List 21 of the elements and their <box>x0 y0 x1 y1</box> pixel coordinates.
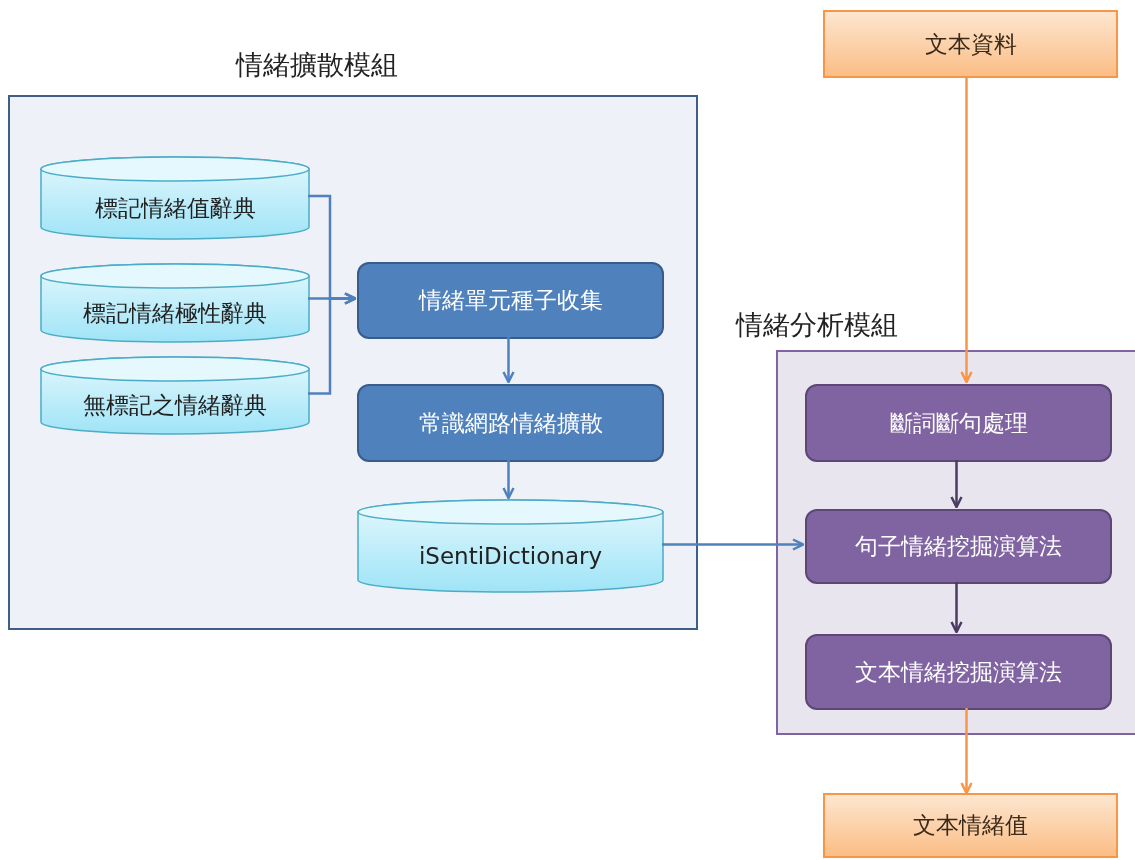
arrow <box>502 460 515 500</box>
process-box: 常識網路情緒擴散 <box>357 384 664 462</box>
output-box: 文本情緒值 <box>823 793 1118 858</box>
process-box: 情緒單元種子收集 <box>357 262 664 339</box>
module-heading: 情緒擴散模組 <box>236 48 398 82</box>
arrow <box>950 582 963 634</box>
database-cylinder: iSentiDictionary <box>357 500 664 592</box>
arrow <box>502 337 515 384</box>
database-cylinder: 標記情緒值辭典 <box>40 157 310 239</box>
arrow <box>950 460 963 509</box>
arrow <box>308 292 357 395</box>
database-cylinder: 無標記之情緒辭典 <box>40 357 310 434</box>
process-box: 斷詞斷句處理 <box>805 384 1112 462</box>
process-box: 句子情緒挖掘演算法 <box>805 509 1112 584</box>
module-heading: 情緒分析模組 <box>736 308 898 342</box>
input-box: 文本資料 <box>823 10 1118 78</box>
arrow <box>662 538 805 551</box>
database-cylinder: 標記情緒極性辭典 <box>40 264 310 342</box>
process-box: 文本情緒挖掘演算法 <box>805 634 1112 710</box>
arrow <box>960 78 973 384</box>
arrow <box>960 708 973 795</box>
